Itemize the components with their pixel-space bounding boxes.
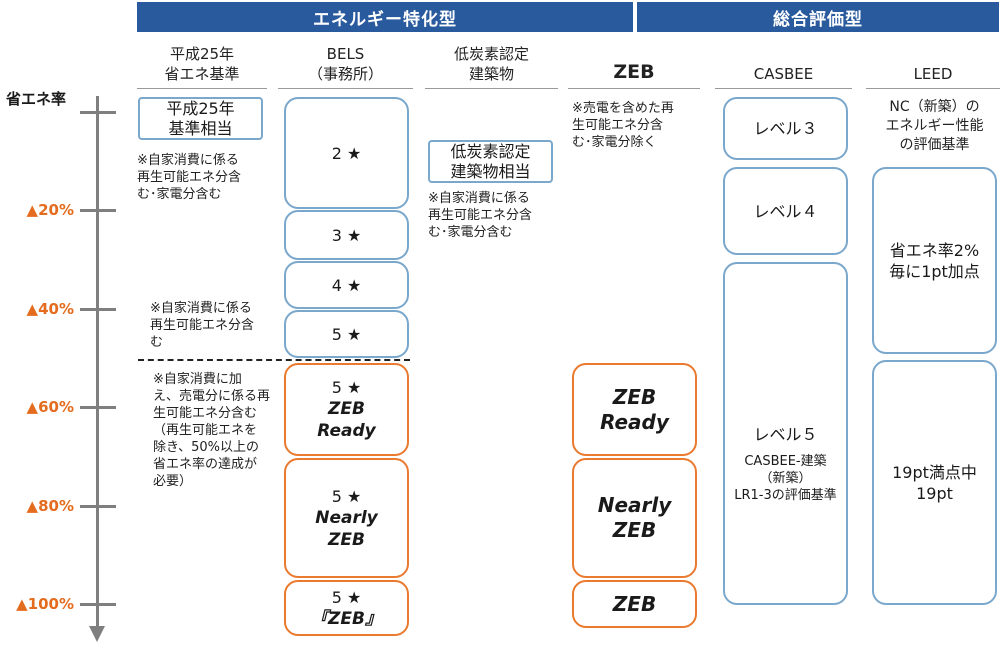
axis-label-20: ▲20% [26, 201, 74, 219]
leed-full-points-box: 19pt満点中 19pt [872, 360, 997, 605]
zeb-ready-box: ZEB Ready [572, 363, 697, 456]
zeb-ready-label: ZEB Ready [600, 384, 669, 434]
axis-label-40: ▲40% [26, 300, 74, 318]
column-header-leed: LEED [913, 65, 953, 83]
h25-standard-box: 平成25年 基準相当 [138, 97, 263, 140]
leed-points-per-2pct-box: 省エネ率2% 毎に1pt加点 [872, 167, 997, 354]
casbee-level5-label: レベル５ [753, 424, 818, 444]
casbee-level5-note: CASBEE-建築 （新築） LR1-3の評価基準 [734, 453, 837, 503]
zeb-note: ※売電を含めた再 生可能エネ分含 む･家電分除く [572, 101, 674, 150]
zeb-boundary-dashed-line [138, 359, 410, 361]
column-header-low-carbon: 低炭素認定 建築物 [453, 45, 529, 83]
h25-note: ※自家消費に係る 再生可能エネ分含 む･家電分含む [137, 153, 242, 202]
axis-label-80: ▲80% [26, 497, 74, 515]
low-carbon-box: 低炭素認定 建築物相当 [428, 140, 553, 183]
bels-zeb-star: 5 ★ [331, 587, 362, 607]
axis-title: 省エネ率 [6, 90, 67, 108]
axis-line [96, 96, 99, 628]
header-energy-specific: エネルギー特化型 [137, 2, 633, 32]
bels-note-upper: ※自家消費に係る 再生可能エネ分含 む [150, 301, 255, 350]
column-header-casbee: CASBEE [753, 65, 814, 83]
column-underline-bels [278, 88, 413, 89]
header-comprehensive: 総合評価型 [637, 2, 999, 32]
bels-zeb-ready-star: 5 ★ [331, 378, 362, 397]
bels-star3-box: 3 ★ [284, 210, 409, 260]
bels-note-lower: ※自家消費に加 え、売電分に係る再 生可能エネ分含む （再生可能エネを 除き、5… [153, 372, 271, 489]
column-header-zeb: ZEB [613, 61, 655, 83]
bels-star2-box: 2 ★ [284, 97, 409, 209]
column-header-bels: BELS （事務所） [307, 45, 383, 83]
zeb-box: ZEB [572, 580, 697, 628]
bels-zeb-ready-box: 5 ★ ZEB Ready [284, 363, 409, 456]
column-underline-h25 [137, 88, 267, 89]
zeb-label: ZEB [612, 591, 657, 616]
casbee-level4-box: レベル４ [723, 167, 848, 255]
axis-tick-80 [80, 505, 116, 508]
nearly-zeb-box: Nearly ZEB [572, 458, 697, 578]
bels-zeb-ready-label: ZEB Ready [317, 399, 376, 441]
bels-zeb-label: 『ZEB』 [311, 608, 382, 629]
nearly-zeb-label: Nearly ZEB [597, 493, 672, 542]
casbee-level3-box: レベル３ [723, 97, 848, 160]
axis-tick-20 [80, 209, 116, 212]
column-underline-low-carbon [425, 88, 558, 89]
bels-star4-box: 4 ★ [284, 261, 409, 309]
column-underline-zeb [568, 88, 700, 89]
bels-zeb-box: 5 ★ 『ZEB』 [284, 580, 409, 636]
axis-tick-60 [80, 406, 116, 409]
leed-note: NC（新築）の エネルギー性能 の評価基準 [885, 99, 984, 153]
bels-nearly-zeb-label: Nearly ZEB [315, 507, 378, 550]
axis-label-60: ▲60% [26, 398, 74, 416]
column-underline-casbee [715, 88, 852, 89]
bels-nearly-zeb-box: 5 ★ Nearly ZEB [284, 458, 409, 578]
bels-nearly-zeb-star: 5 ★ [331, 486, 362, 506]
axis-tick-40 [80, 308, 116, 311]
column-underline-leed [866, 88, 1000, 89]
low-carbon-note: ※自家消費に係る 再生可能エネ分含 む･家電分含む [428, 191, 533, 240]
axis-label-100: ▲100% [16, 595, 74, 613]
casbee-level5-box: レベル５ CASBEE-建築 （新築） LR1-3の評価基準 [723, 262, 848, 605]
axis-tick-100 [80, 603, 116, 606]
column-header-h25: 平成25年 省エネ基準 [164, 45, 240, 83]
bels-star5-box: 5 ★ [284, 310, 409, 358]
axis-arrow-icon [89, 626, 105, 642]
axis-tick-0 [80, 111, 116, 114]
